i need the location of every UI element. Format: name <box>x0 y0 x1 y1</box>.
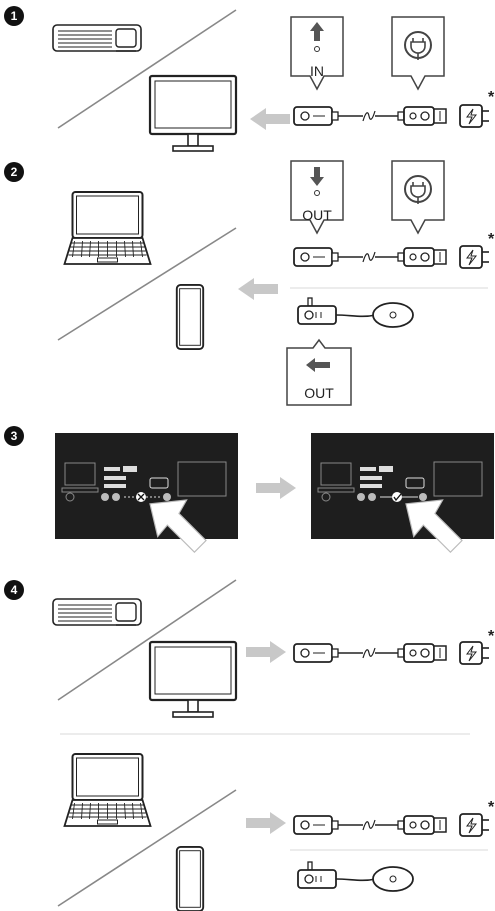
step-1: 1 IN * <box>4 6 495 153</box>
asterisk-note: * <box>488 89 495 106</box>
step-3: 3 <box>4 426 494 553</box>
divider-slash <box>57 227 237 341</box>
step-4: 4 * * <box>4 579 495 911</box>
bubble-in-label: IN <box>310 63 324 79</box>
divider-slash <box>57 579 237 701</box>
button-transmitter-icon <box>297 297 414 328</box>
monitor-icon <box>148 74 238 153</box>
phone-icon <box>175 284 205 350</box>
screen-before <box>55 433 238 553</box>
step-2: 2 OUT * OUT <box>4 160 495 406</box>
bubble-power-plug <box>391 16 445 90</box>
projector-icon <box>52 598 142 626</box>
divider-slash <box>57 789 237 907</box>
bubble-power-plug <box>391 160 445 234</box>
arrow-left-icon <box>250 108 290 130</box>
step-1-number: 1 <box>11 9 18 23</box>
step-2-number: 2 <box>11 165 18 179</box>
usb-cable-assembly <box>293 245 490 269</box>
step-2-badge <box>4 162 24 182</box>
usb-cable-assembly <box>293 813 490 837</box>
arrow-right-icon <box>246 812 286 834</box>
button-transmitter-icon <box>297 861 414 892</box>
bubble-out-left-label: OUT <box>304 385 334 401</box>
projector-icon <box>52 24 142 52</box>
arrow-left-icon <box>238 278 278 300</box>
step-1-badge <box>4 6 24 26</box>
divider-slash <box>57 9 237 129</box>
arrow-right-icon <box>256 477 296 499</box>
step-4-badge <box>4 580 24 600</box>
arrow-right-icon <box>246 641 286 663</box>
bubble-out-label: OUT <box>302 207 332 223</box>
asterisk-note: * <box>488 628 495 645</box>
usb-cable-assembly <box>293 104 490 128</box>
step-3-number: 3 <box>11 429 18 443</box>
step-4-number: 4 <box>11 583 18 597</box>
usb-cable-assembly <box>293 641 490 665</box>
monitor-icon <box>148 640 238 719</box>
phone-icon <box>175 846 205 911</box>
laptop-icon <box>63 752 152 828</box>
laptop-icon <box>63 190 152 266</box>
screen-after <box>311 433 494 553</box>
asterisk-note: * <box>488 231 495 248</box>
asterisk-note: * <box>488 799 495 816</box>
step-3-badge <box>4 426 24 446</box>
